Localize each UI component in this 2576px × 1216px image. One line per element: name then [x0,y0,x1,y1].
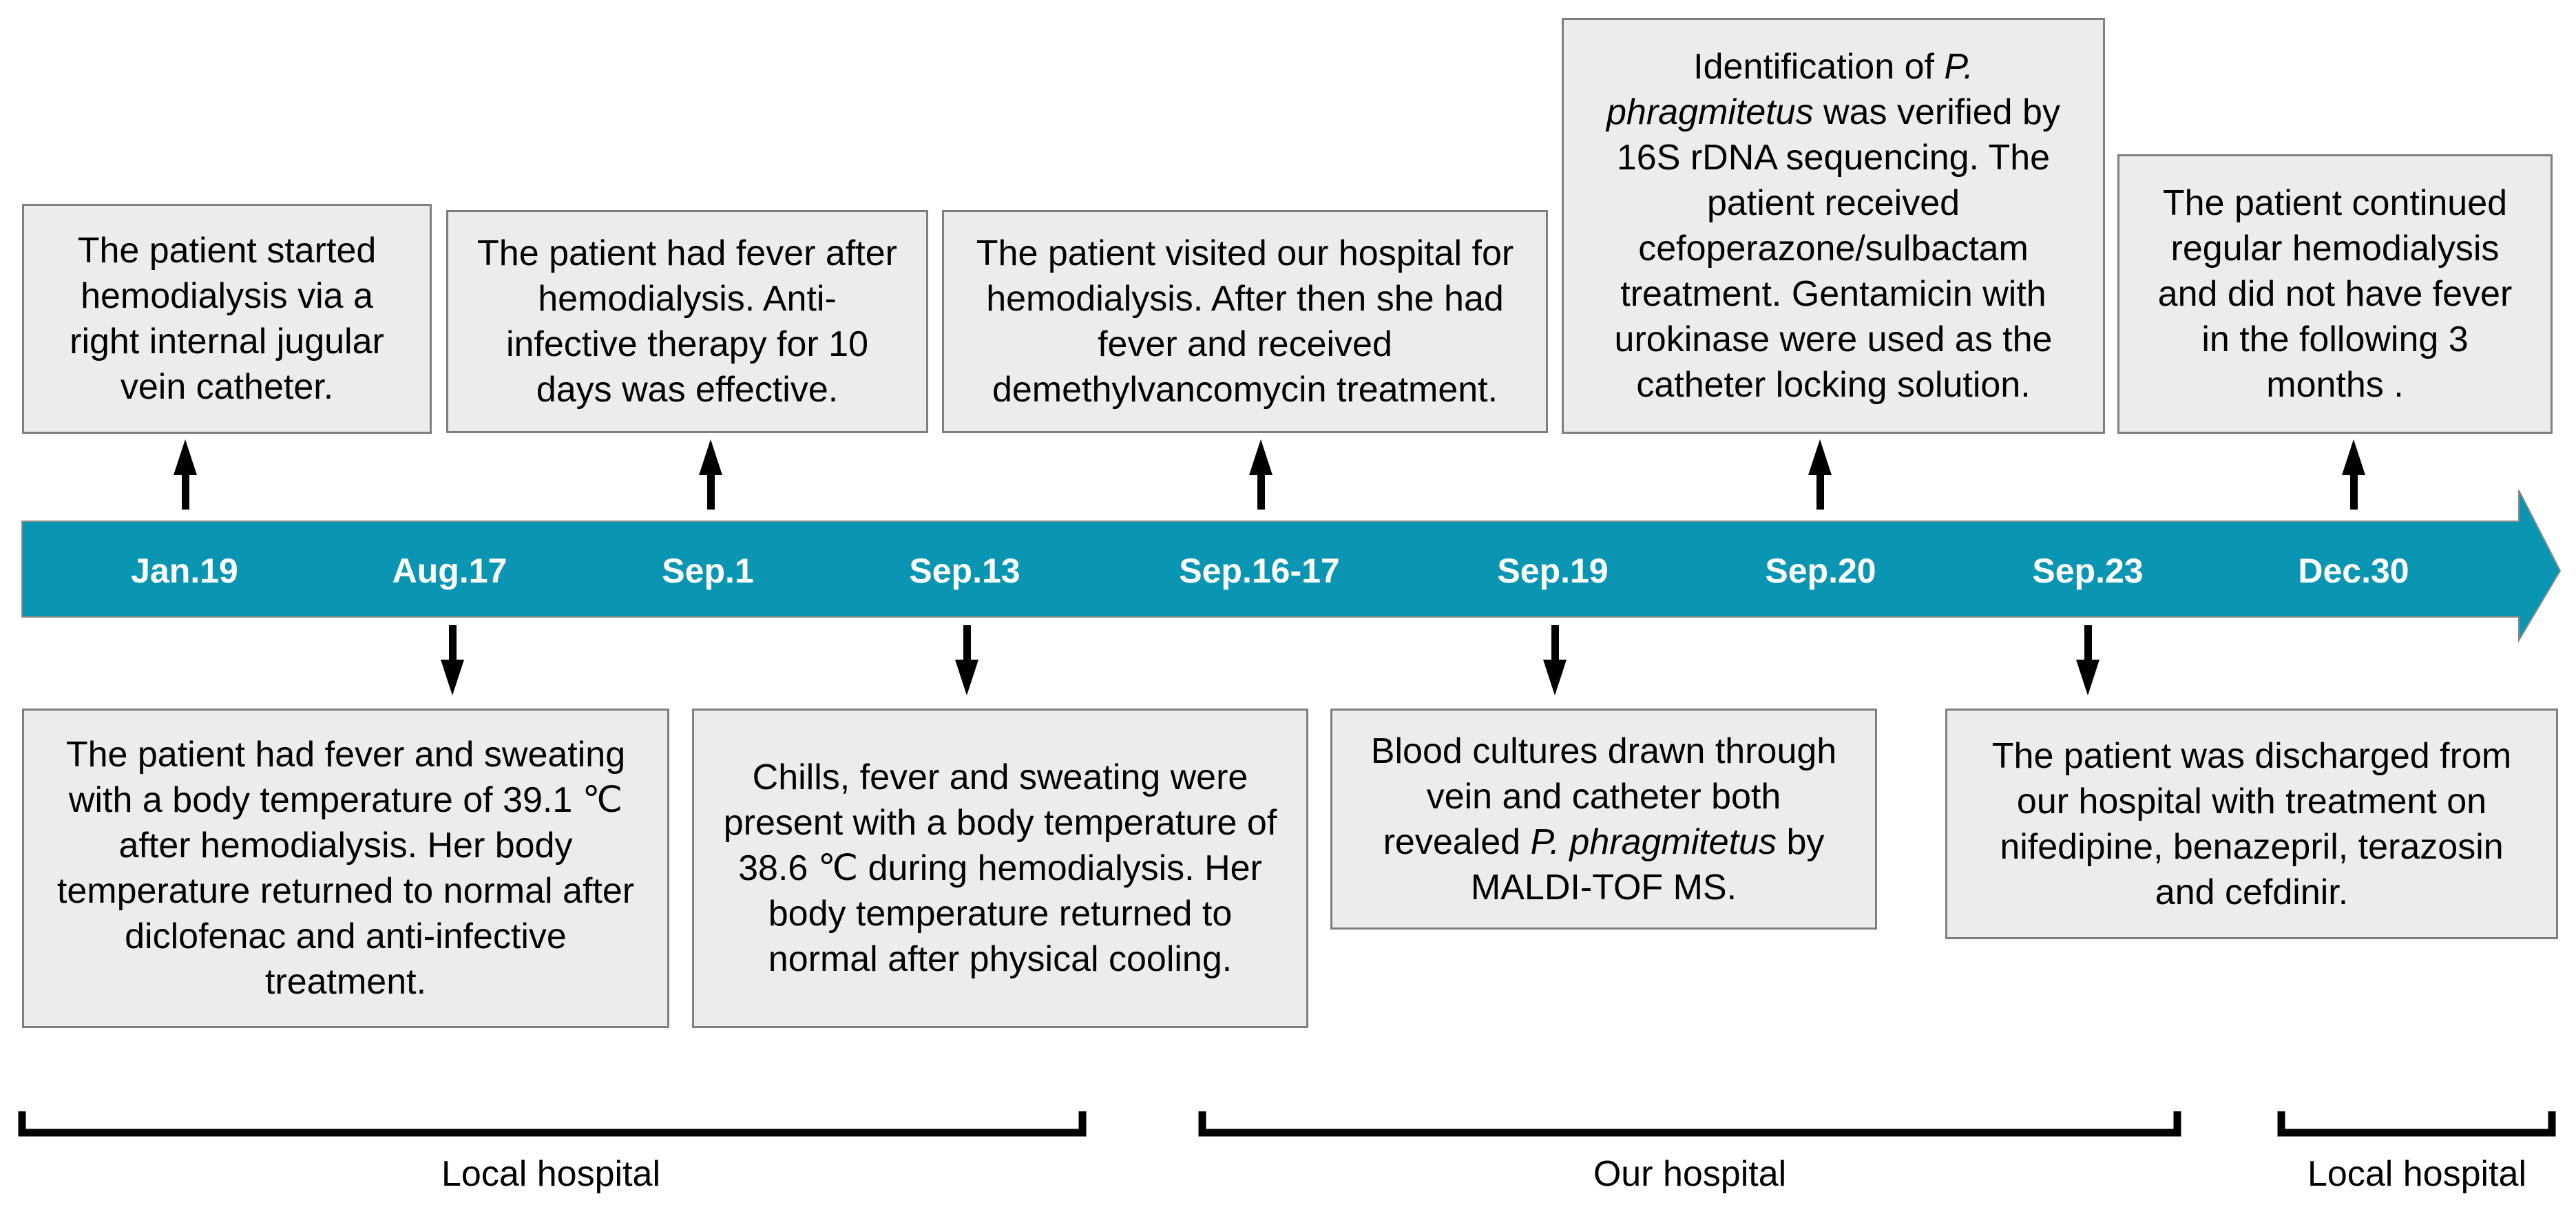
event-text: The patient continued regular hemodialys… [2157,183,2513,405]
period-label: Our hospital [1593,1154,1787,1194]
event-box-jan19: The patient started hemodialysis via a r… [22,204,432,434]
species-name: P. phragmitetus [1606,47,1973,132]
date-label: Jan.19 [131,552,238,590]
period-bracket [1198,1111,2181,1137]
event-box-sep23: The patient was discharged from our hosp… [1945,709,2558,939]
date-label: Sep.19 [1497,552,1608,590]
species-name: P. phragmitetus [1530,821,1777,862]
timeline-bar [21,490,2562,643]
event-box-aug17: The patient had fever and sweating with … [22,709,669,1028]
date-label: Aug.17 [392,552,507,590]
event-text: Chills, fever and sweating were present … [723,757,1277,979]
event-text: The patient was discharged from our hosp… [1991,735,2512,912]
event-box-sep19: Blood cultures drawn through vein and ca… [1330,709,1877,930]
date-label: Sep.13 [909,552,1020,590]
event-box-sep20: Identification of P. phragmitetus was ve… [1562,18,2105,434]
event-text: Identification of P. phragmitetus was ve… [1606,47,2060,405]
up-arrow-icon [2342,439,2365,510]
down-arrow-icon [441,625,464,695]
event-text: The patient had fever after hemodialysis… [477,233,897,410]
event-text: The patient started hemodialysis via a r… [70,231,384,407]
down-arrow-icon [1543,625,1567,695]
up-arrow-icon [174,439,197,510]
date-label: Sep.23 [2032,552,2143,590]
up-arrow-icon [1249,439,1273,510]
event-text: The patient had fever and sweating with … [56,735,635,1002]
up-arrow-icon [699,439,722,510]
date-label: Sep.16-17 [1179,552,1339,590]
period-label: Local hospital [2307,1154,2526,1194]
event-box-dec30: The patient continued regular hemodialys… [2117,154,2553,434]
down-arrow-icon [955,625,978,695]
event-box-sep13: Chills, fever and sweating were present … [692,709,1308,1028]
period-bracket [18,1111,1087,1137]
event-box-sep1: The patient had fever after hemodialysis… [446,210,928,433]
event-text: Blood cultures drawn through vein and ca… [1370,731,1837,908]
date-label: Sep.20 [1765,552,1876,590]
up-arrow-icon [1808,439,1832,510]
down-arrow-icon [2076,625,2099,695]
event-text: The patient visited our hospital for hem… [976,233,1514,410]
date-label: Sep.1 [662,552,753,590]
period-bracket [2277,1111,2556,1137]
event-box-sep16-17: The patient visited our hospital for hem… [942,210,1548,433]
period-label: Local hospital [441,1154,660,1194]
date-label: Dec.30 [2298,552,2409,590]
